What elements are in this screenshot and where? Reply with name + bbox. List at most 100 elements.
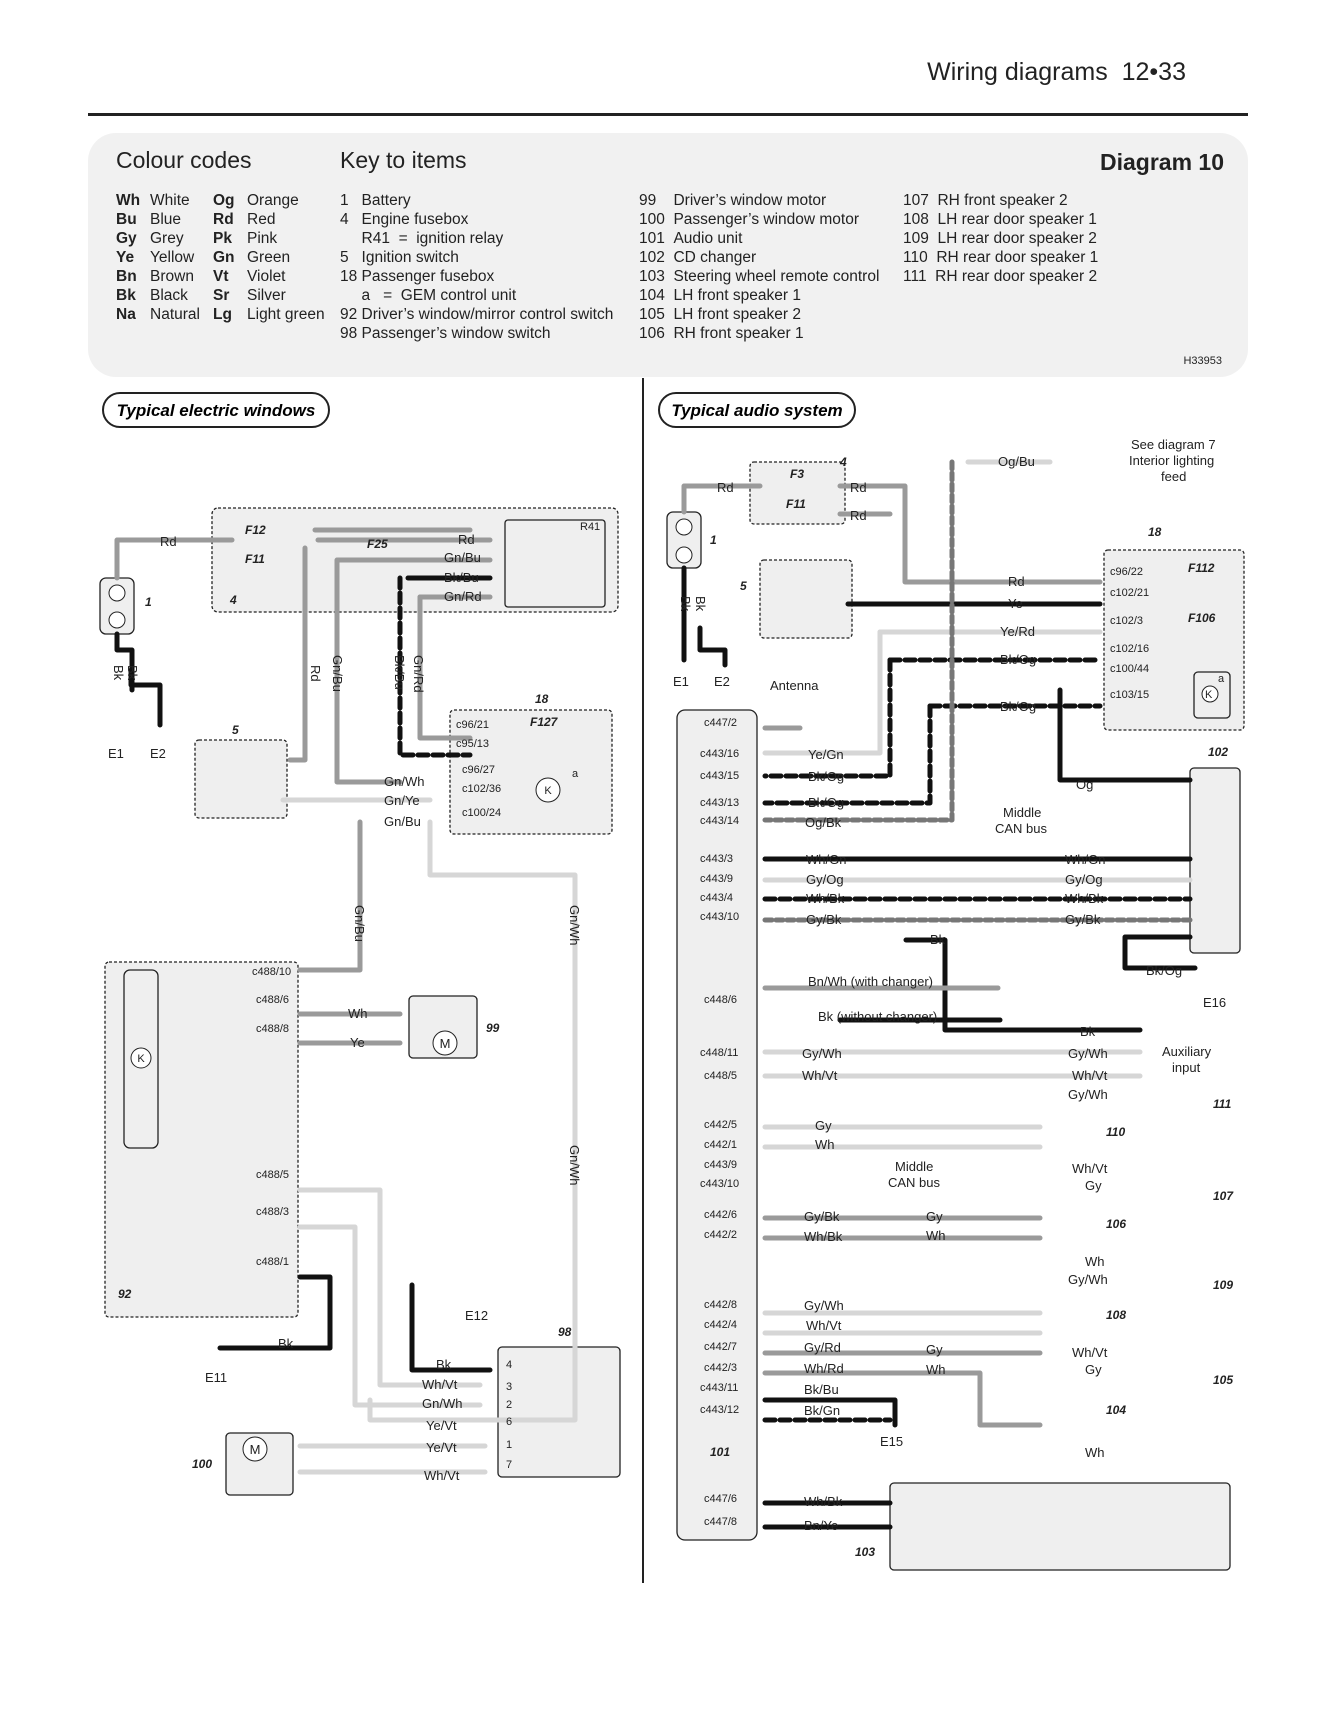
lbl-e12: E12 xyxy=(465,1308,488,1323)
lbl-gnye: Gn/Ye xyxy=(384,793,420,808)
r-lbl-wh2: Wh xyxy=(926,1228,946,1243)
r-lbl-c4427: c442/7 xyxy=(704,1341,737,1353)
pin-label: 4 xyxy=(506,1359,512,1371)
key-item: 5 Ignition switch xyxy=(340,249,459,266)
r-lbl-gy2: Gy xyxy=(1085,1178,1102,1193)
r-lbl-c4476: c447/6 xyxy=(704,1493,737,1505)
r-lbl-n104: 104 xyxy=(1106,1403,1126,1417)
colour-code: Bn xyxy=(116,268,137,285)
r-lbl-aux: Auxiliary xyxy=(1162,1044,1212,1059)
r-lbl-gy: Gy xyxy=(815,1118,832,1133)
r-lbl-whgn2: Wh/Gn xyxy=(1065,852,1105,867)
r-lbl-c44314: c443/14 xyxy=(700,815,739,827)
r-lbl-gy5: Gy xyxy=(1085,1362,1102,1377)
colour-name: Yellow xyxy=(150,249,195,266)
r-lbl-see3: feed xyxy=(1161,469,1186,484)
left-diagram: Typical electric windows K K M M Rd F12 xyxy=(99,392,621,1496)
lbl-rd2: Rd xyxy=(458,532,475,547)
r-lbl-whvt5: Wh/Vt xyxy=(1072,1345,1108,1360)
r-lbl-gywh5: Gy/Wh xyxy=(804,1298,844,1313)
r-lbl-gyog: Gy/Og xyxy=(806,872,844,887)
key-item: 99 Driver’s window motor xyxy=(639,192,827,209)
r-lbl-whvt4: Wh/Vt xyxy=(806,1318,842,1333)
r-lbl-wh5: Wh xyxy=(1085,1445,1105,1460)
r-lbl-wh4: Wh xyxy=(926,1362,946,1377)
colour-code: Gy xyxy=(116,230,137,247)
r-lbl-c4433: c443/3 xyxy=(700,853,733,865)
lbl-vgnwh: Gn/Wh xyxy=(567,905,582,945)
header-page: 12•33 xyxy=(1121,58,1186,86)
r-lbl-n107: 107 xyxy=(1213,1189,1234,1203)
lbl-e1: E1 xyxy=(108,746,124,761)
lbl-ye: Ye xyxy=(350,1035,365,1050)
r-lbl-c9622: c96/22 xyxy=(1110,566,1143,578)
r-lbl-c4425: c442/5 xyxy=(704,1119,737,1131)
r-lbl-ogbk: Og/Bk xyxy=(805,815,842,830)
r-lbl-n1: 1 xyxy=(710,533,717,547)
lbl-c10024: c100/24 xyxy=(462,807,501,819)
r-lbl-n105: 105 xyxy=(1213,1373,1233,1387)
r-lbl-gybk: Gy/Bk xyxy=(806,912,842,927)
key-item: 107 RH front speaker 2 xyxy=(903,192,1068,209)
colour-name-2: Red xyxy=(247,211,276,228)
r-lbl-whbk: Wh/Bk xyxy=(806,891,845,906)
colour-codes-title: Colour codes xyxy=(116,147,252,173)
pin-label: 3 xyxy=(506,1381,512,1393)
key-item: 106 RH front speaker 1 xyxy=(639,325,804,342)
lbl-whvt: Wh/Vt xyxy=(422,1377,458,1392)
r-lbl-c44315: c443/15 xyxy=(700,770,739,782)
r-lbl-c4478: c447/8 xyxy=(704,1516,737,1528)
colour-name-2: Orange xyxy=(247,192,299,209)
lbl-gnwh: Gn/Wh xyxy=(384,774,424,789)
r-lbl-gywh4: Gy/Wh xyxy=(1068,1272,1108,1287)
colour-code: Wh xyxy=(116,192,141,209)
r-lbl-c4472: c447/2 xyxy=(704,717,737,729)
motor-99-m-label: M xyxy=(440,1036,451,1051)
r-lbl-c4485: c448/5 xyxy=(704,1070,737,1082)
lbl-f11: F11 xyxy=(245,552,265,566)
r-lbl-bk4: Bk xyxy=(1080,1024,1096,1039)
r-lbl-antenna: Antenna xyxy=(770,678,819,693)
r-lbl-c10216: c102/16 xyxy=(1110,643,1149,655)
r-lbl-wh3: Wh xyxy=(1085,1254,1105,1269)
r-lbl-bkog: Bk/Og xyxy=(1000,652,1036,667)
r-lbl-rd: Rd xyxy=(717,480,734,495)
r-lbl-c4426: c442/6 xyxy=(704,1209,737,1221)
r-lbl-rd2: Rd xyxy=(850,480,867,495)
lbl-c10236: c102/36 xyxy=(462,783,501,795)
lbl-bk4: Bk xyxy=(436,1357,452,1372)
r-lbl-c44311: c443/11 xyxy=(700,1382,738,1394)
r-lbl-n111: 111 xyxy=(1213,1097,1232,1111)
lbl-c4881: c488/1 xyxy=(256,1256,289,1268)
lbl-c4885: c488/5 xyxy=(256,1169,289,1181)
r-lbl-n106: 106 xyxy=(1106,1217,1126,1231)
key-item: a = GEM control unit xyxy=(340,287,517,304)
r-lbl-can2: CAN bus xyxy=(888,1175,941,1190)
r-lbl-c4428: c442/8 xyxy=(704,1299,737,1311)
r-lbl-c10221: c102/21 xyxy=(1110,587,1149,599)
r-lbl-gybk2: Gy/Bk xyxy=(1065,912,1101,927)
r-lbl-gy3: Gy xyxy=(926,1209,943,1224)
motor-100-m-label: M xyxy=(250,1442,261,1457)
lbl-vgnbu: Gn/Bu xyxy=(330,655,345,692)
lbl-whvt2: Wh/Vt xyxy=(424,1468,460,1483)
r-lbl-c4421: c442/1 xyxy=(704,1139,737,1151)
lbl-c4886: c488/6 xyxy=(256,994,289,1006)
key-item: 4 Engine fusebox xyxy=(340,211,469,228)
colour-code: Na xyxy=(116,306,136,323)
r-lbl-bkog4: Bk/Og xyxy=(808,795,844,810)
lbl-gnwh3: Gn/Wh xyxy=(422,1396,462,1411)
lbl-f25: F25 xyxy=(367,537,388,551)
lbl-n4: 4 xyxy=(229,593,237,607)
key-item: 92 Driver’s window/mirror control switch xyxy=(340,306,614,323)
right-title: Typical audio system xyxy=(671,401,842,420)
r-lbl-c4486: c448/6 xyxy=(704,994,737,1006)
lbl-c9621: c96/21 xyxy=(456,719,489,731)
key-item: 104 LH front speaker 1 xyxy=(639,287,801,304)
colour-code: Bu xyxy=(116,211,137,228)
